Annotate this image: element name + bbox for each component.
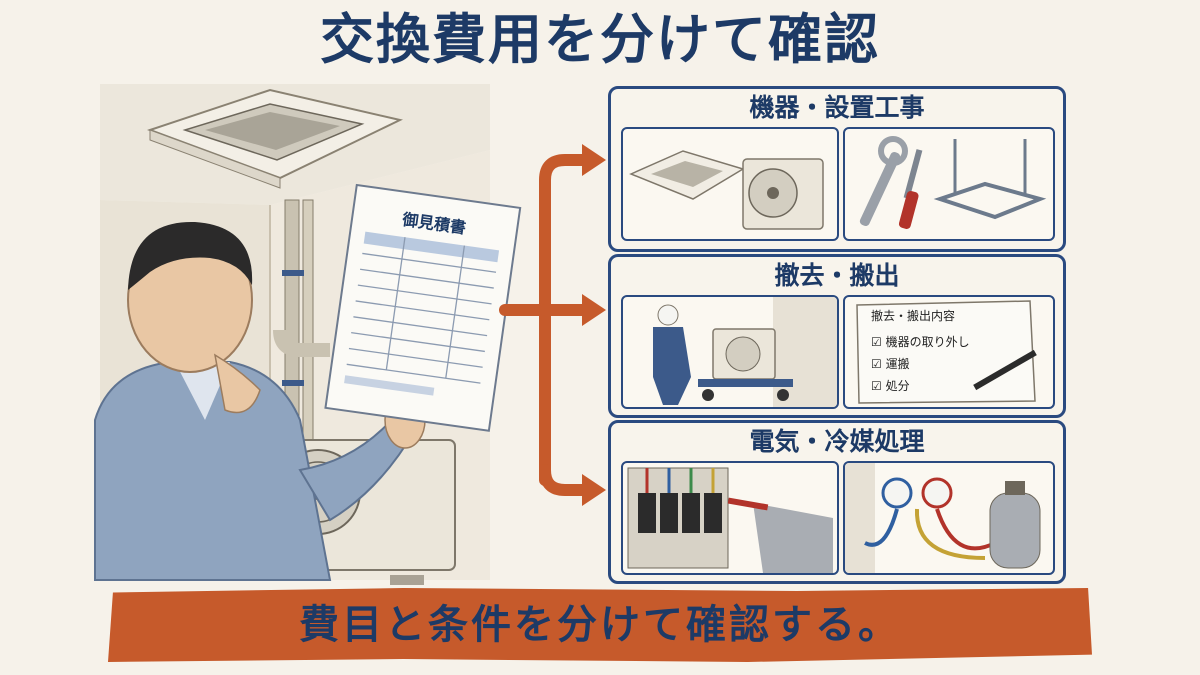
- wall-pipes: [273, 199, 330, 451]
- ceiling-cassette-ac: [146, 88, 403, 189]
- estimate-sheet: 御見積書: [324, 183, 522, 432]
- breaker-panel-illustration: [627, 467, 833, 573]
- summary-banner: [108, 588, 1092, 662]
- arrow-heads: [582, 144, 606, 506]
- checklist-item: ☑ 処分: [871, 379, 910, 393]
- checklist-paper: [856, 300, 1037, 404]
- branch-arrows: [499, 154, 591, 496]
- checklist-item: ☑ 機器の取り外し: [871, 335, 970, 349]
- checklist-item: ☑ 運搬: [871, 357, 910, 371]
- equipment-units-illustration: [629, 150, 824, 230]
- sub-installation-tools: [843, 127, 1055, 241]
- gauge-manifold-illustration: [845, 463, 1041, 573]
- sub-removal-worker: [621, 295, 839, 409]
- panel-title-equipment: 機器・設置工事: [749, 93, 925, 122]
- sub-equipment-units: [621, 127, 839, 241]
- sub-refrigerant-gauges: [843, 461, 1055, 575]
- sub-electrical-breakers: [621, 461, 839, 575]
- installation-tools-illustration: [859, 136, 1047, 229]
- removal-worker-illustration: [653, 297, 837, 407]
- summary-banner-text: 費目と条件を分けて確認する。: [299, 602, 901, 648]
- person-reviewing-estimate: [94, 221, 426, 581]
- checklist-heading: 撤去・搬出内容: [871, 309, 956, 323]
- panel-title-electrical: 電気・冷媒処理: [749, 427, 925, 456]
- panel-equipment-installation: 機器・設置工事: [608, 86, 1066, 252]
- page-title: 交換費用を分けて確認: [320, 8, 880, 71]
- panel-removal-transport: 撤去・搬出 撤去・搬出内容 ☑ 機器の取り外し ☑ 運搬 ☑ 処分: [608, 254, 1066, 418]
- sub-removal-checklist: 撤去・搬出内容 ☑ 機器の取り外し ☑ 運搬 ☑ 処分: [843, 295, 1055, 409]
- panel-electrical-refrigerant: 電気・冷媒処理: [608, 420, 1066, 584]
- panel-title-removal: 撤去・搬出: [774, 261, 900, 290]
